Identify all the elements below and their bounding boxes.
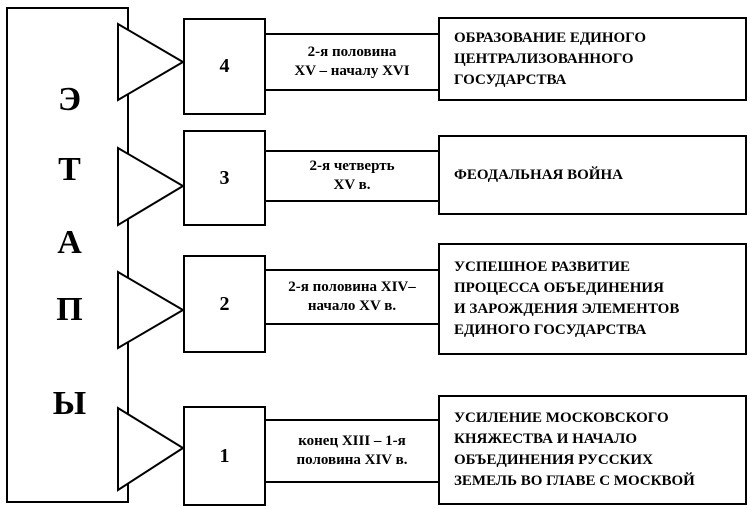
- stage-4-number: 4: [219, 55, 230, 77]
- title-letter-y: Ы: [52, 385, 87, 422]
- stage-1-period: конец XIII – 1-я половина XIV в.: [296, 433, 408, 468]
- stage-2-number-box: 2: [183, 255, 266, 353]
- arrow-stage-4: [117, 22, 185, 102]
- stage-3-period: 2-я четверть XV в.: [309, 158, 395, 193]
- stage-4-description: Образование единого централизованного го…: [438, 17, 747, 101]
- stage-3-description: Феодальная война: [438, 135, 747, 215]
- title-letter-e: Э: [57, 81, 82, 118]
- stage-1-number-box: 1: [183, 406, 266, 506]
- arrow-stage-1: [117, 406, 185, 492]
- stage-1-description: Усиление московского княжества и начало …: [438, 395, 747, 505]
- title-letter-a: А: [57, 224, 82, 261]
- stages-title-box: Э Т А П Ы: [6, 7, 129, 503]
- stage-4-period: 2-я половина XV – началу XVI: [294, 44, 410, 79]
- stage-4-number-box: 4: [183, 18, 266, 115]
- title-letter-p: П: [56, 291, 83, 328]
- stage-2-period: 2-я половина XIV– начало XV в.: [288, 279, 416, 314]
- arrow-stage-2: [117, 270, 185, 350]
- stage-1-number: 1: [219, 444, 230, 467]
- stage-2-description: Успешное развитие процесса объединения и…: [438, 243, 747, 355]
- stage-3-number: 3: [219, 166, 230, 189]
- stage-2-number: 2: [219, 292, 230, 315]
- arrow-stage-3: [117, 146, 185, 227]
- stage-3-number-box: 3: [183, 130, 266, 226]
- title-letter-t: Т: [58, 151, 81, 188]
